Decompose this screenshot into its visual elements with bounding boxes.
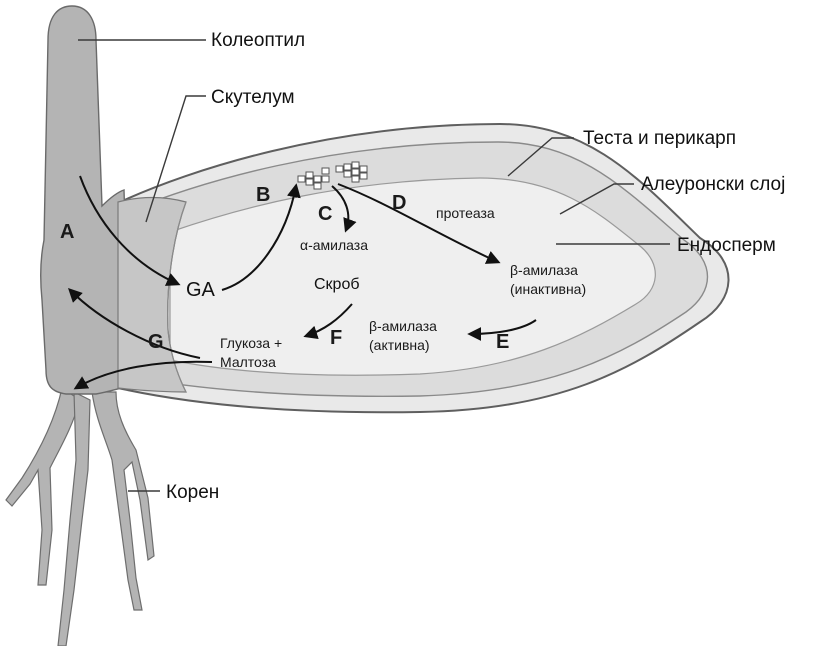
step-a: A — [60, 221, 74, 243]
label-starch: Скроб — [314, 276, 360, 293]
label-aleurone: Алеуронски слој — [641, 174, 785, 195]
roots — [6, 388, 154, 646]
label-sugars-line2: Малтоза — [220, 354, 276, 370]
label-root: Корен — [166, 482, 219, 503]
step-e: E — [496, 331, 509, 353]
label-testa-pericarp: Теста и перикарп — [583, 128, 736, 149]
label-beta-amylase-inactive-line1: β-амилаза — [510, 262, 578, 278]
label-endosperm: Ендосперм — [677, 235, 776, 256]
label-ga: GA — [186, 279, 216, 301]
label-beta-amylase-active-line1: β-амилаза — [369, 318, 437, 334]
step-f: F — [330, 327, 342, 349]
label-beta-amylase-inactive-line2: (инактивна) — [510, 281, 586, 297]
label-protease: протеаза — [436, 205, 495, 221]
step-g: G — [148, 331, 164, 353]
label-alpha-amylase: α-амилаза — [300, 237, 368, 253]
label-sugars-line1: Глукоза + — [220, 335, 282, 351]
root-right-branch — [92, 392, 154, 610]
step-b: B — [256, 184, 270, 206]
label-scutellum: Скутелум — [211, 87, 295, 108]
label-coleoptile: Колеоптил — [211, 30, 305, 51]
coleoptile-and-embryo — [41, 6, 130, 394]
step-d: D — [392, 192, 406, 214]
step-c: C — [318, 203, 332, 225]
label-beta-amylase-active-line2: (активна) — [369, 337, 430, 353]
